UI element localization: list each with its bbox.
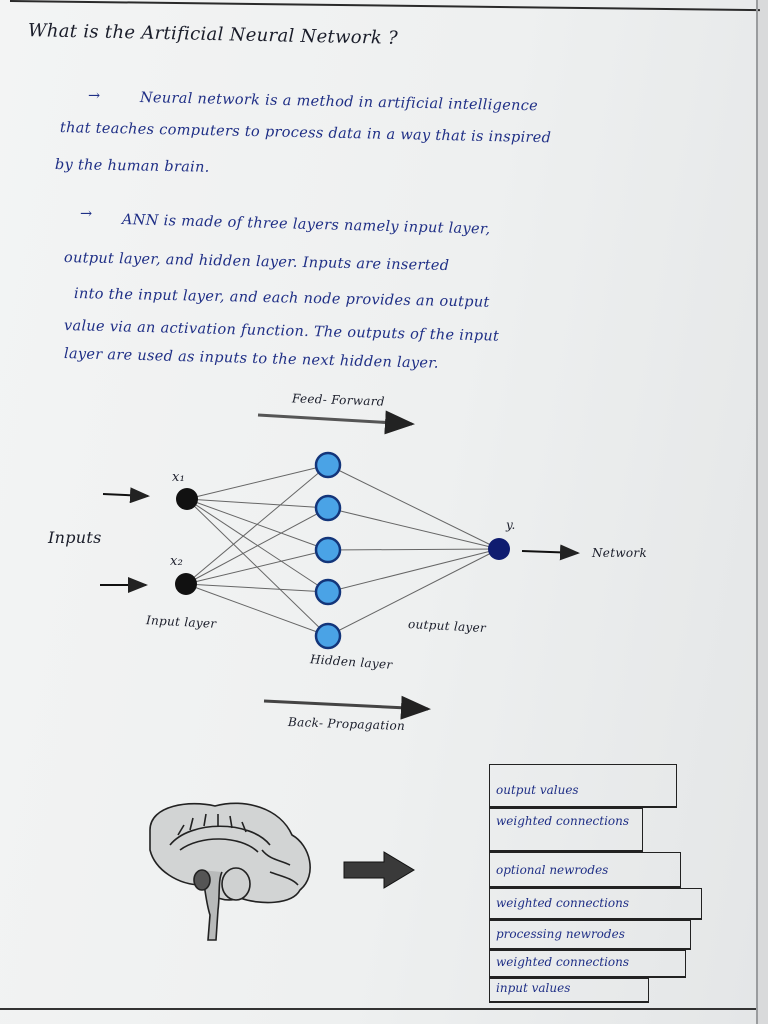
input-arrow-1 [102,487,150,504]
stack-box-weighted-connections-1: weighted connections [489,808,643,852]
stack-box-text: output values [496,783,579,797]
output-arrow [521,544,580,561]
stack-box-text: input values [496,981,571,995]
output-node-y [488,538,510,560]
input-node-x2 [175,573,197,595]
bottom-rule [0,1008,758,1010]
feed-forward-arrow [257,410,415,435]
input-hidden-connections [185,464,329,637]
stack-box-input-values: input values [489,978,649,1003]
y-label: y. [506,518,516,532]
input-node-x1 [176,488,198,510]
stack-box-weighted-connections-2: weighted connections [489,888,702,920]
stack-box-weighted-connections-3: weighted connections [489,950,686,978]
para2-arrow: → [80,206,93,222]
hidden-nodes [314,451,342,650]
stack-box-text: weighted connections [496,955,630,969]
inputs-label: Inputs [48,528,102,547]
stack-box-output-values: output values [489,764,677,808]
back-propagation-arrow [263,695,431,720]
page-edge [756,0,758,1024]
stack-box-processing-newrodes: processing newrodes [489,920,691,950]
stack-box-text: processing newrodes [496,927,625,941]
para1-arrow: → [88,88,101,104]
stack-box-optional-newrodes: optional newrodes [489,852,681,888]
hidden-output-connections [327,464,500,637]
stack-box-text: weighted connections [496,814,630,828]
x2-label: x₂ [170,554,184,569]
network-label: Network [592,546,648,560]
brain-icon [149,802,311,941]
stack-box-text: weighted connections [496,896,630,910]
big-right-arrow [343,851,415,889]
x1-label: x₁ [172,470,186,485]
stack-box-text: optional newrodes [496,863,609,877]
